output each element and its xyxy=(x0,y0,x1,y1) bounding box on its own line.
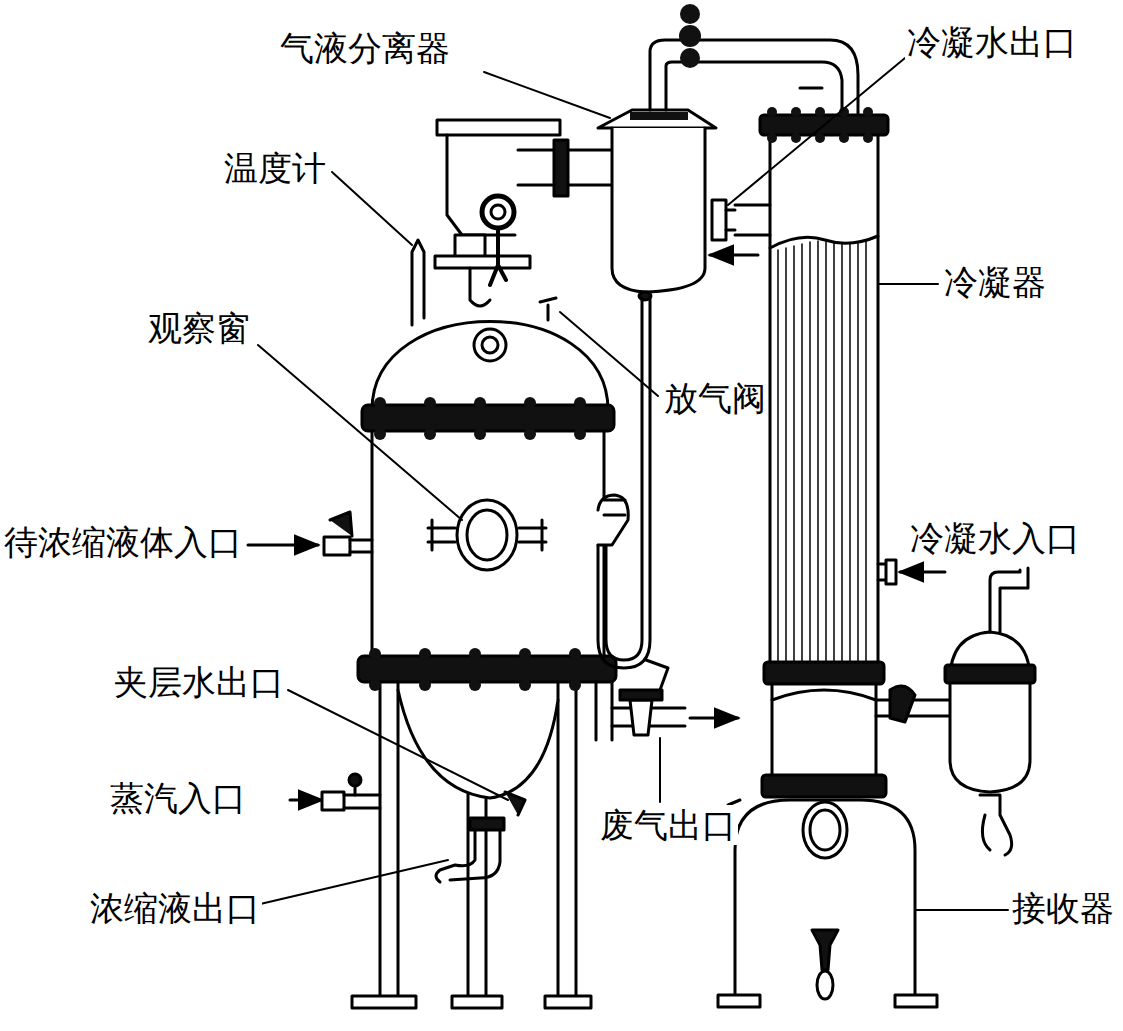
label-anchor: 冷凝水入口 xyxy=(908,518,1082,559)
callout-label: 温度计 xyxy=(222,148,328,188)
callout-label: 观察窗 xyxy=(146,308,252,348)
label-anchor: 观察窗 xyxy=(146,308,252,349)
callout-label: 冷凝器 xyxy=(942,262,1048,302)
callout-label: 气液分离器 xyxy=(278,28,452,68)
label-anchor: 蒸汽入口 xyxy=(108,778,248,819)
label-anchor: 气液分离器 xyxy=(278,28,452,69)
callout-label: 待浓缩液体入口 xyxy=(2,522,244,562)
callout-label: 浓缩液出口 xyxy=(88,888,262,928)
callout-label: 废气出口 xyxy=(598,805,738,845)
callout-label: 放气阀 xyxy=(662,378,768,418)
callout-label: 冷凝水入口 xyxy=(908,518,1082,558)
label-anchor: 放气阀 xyxy=(662,378,768,419)
label-anchor: 冷凝器 xyxy=(942,262,1048,303)
label-anchor: 接收器 xyxy=(1010,888,1116,929)
callout-label: 冷凝水出口 xyxy=(905,22,1079,62)
callout-label: 夹层水出口 xyxy=(112,662,286,702)
label-anchor: 待浓缩液体入口 xyxy=(2,522,244,563)
label-anchor: 浓缩液出口 xyxy=(88,888,262,929)
label-anchor: 温度计 xyxy=(222,148,328,189)
callout-label: 接收器 xyxy=(1010,888,1116,928)
label-anchor: 废气出口 xyxy=(598,805,738,846)
callout-label: 蒸汽入口 xyxy=(108,778,248,818)
label-anchor: 冷凝水出口 xyxy=(905,22,1079,63)
label-anchor: 夹层水出口 xyxy=(112,662,286,703)
